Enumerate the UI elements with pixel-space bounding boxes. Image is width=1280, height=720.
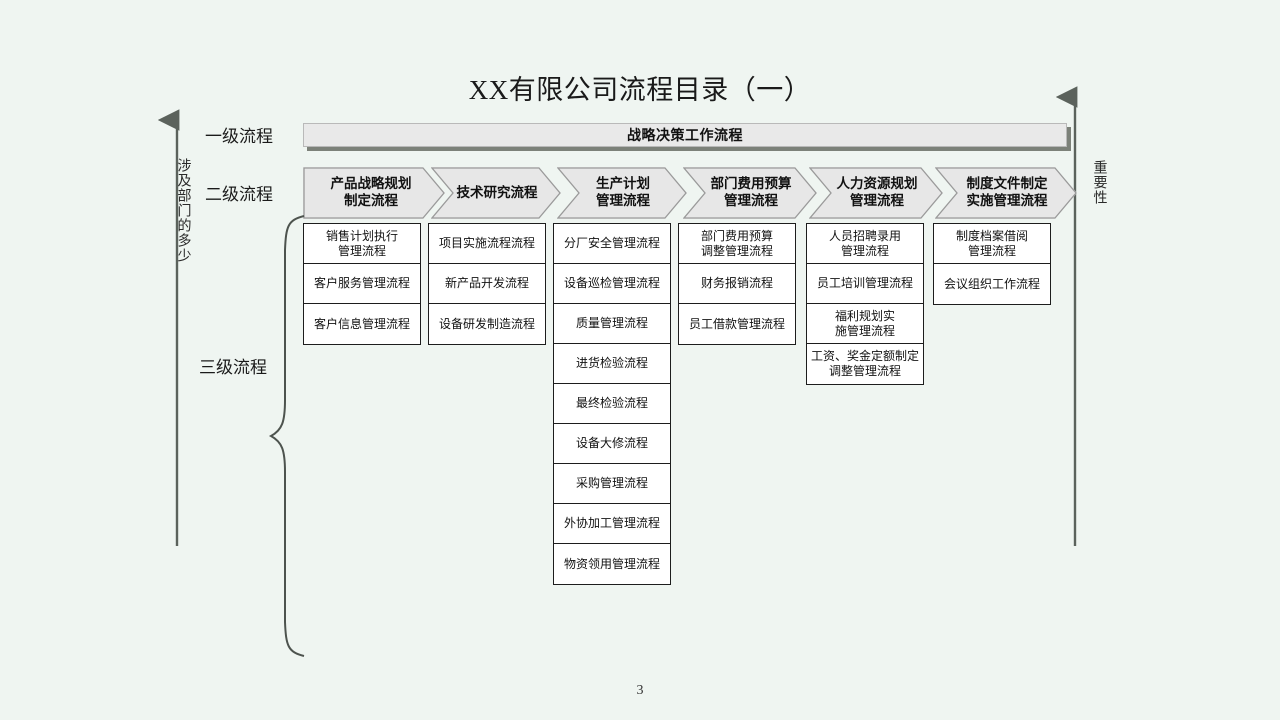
level3-process-box[interactable]: 新产品开发流程 [429,264,545,304]
level3-process-box[interactable]: 质量管理流程 [554,304,670,344]
level3-process-box[interactable]: 工资、奖金定额制定 调整管理流程 [810,349,919,378]
level3-process-box[interactable]: 客户服务管理流程 [304,264,420,304]
level3-process-box[interactable]: 人员招聘录用 管理流程 [807,224,923,264]
level3-process-box[interactable]: 物资领用管理流程 [563,556,660,571]
level2-chevron-label: 生产计划 管理流程 [596,176,650,208]
page-number: 3 [636,683,644,698]
level3-process-box[interactable]: 进货检验流程 [554,344,670,384]
left-axis-label: 涉及部门的多少 [175,158,191,263]
level3-process-box[interactable]: 采购管理流程 [554,464,670,504]
level3-process-box[interactable]: 项目实施流程流程 [429,224,545,264]
level3-process-box[interactable]: 最终检验流程 [554,384,670,424]
level1-process-bar[interactable]: 战略决策工作流程 [303,123,1067,147]
level3-column-3: 分厂安全管理流程设备巡检管理流程质量管理流程进货检验流程最终检验流程设备大修流程… [553,223,671,585]
level3-process-box[interactable]: 制度档案借阅 管理流程 [934,224,1050,264]
page-title: XX有限公司流程目录（一） [468,75,812,105]
level2-chevron-4[interactable]: 部门费用预算 管理流程 [683,167,817,219]
level2-process-row: 产品战略规划 制定流程 技术研究流程 生产计划 管理流程 部门费用预算 管理流程 人力资… [303,167,1093,219]
level2-chevron-1[interactable]: 产品战略规划 制定流程 [303,167,445,219]
level3-column-1: 销售计划执行 管理流程客户服务管理流程客户信息管理流程 [303,223,421,345]
level3-process-box[interactable]: 福利规划实 施管理流程 [807,304,923,344]
level2-chevron-label: 部门费用预算 管理流程 [710,176,792,208]
tier-label-level2: 二级流程 [205,185,273,204]
level3-process-box[interactable]: 员工培训管理流程 [807,264,923,304]
level2-chevron-label: 产品战略规划 制定流程 [330,176,412,208]
level2-chevron-6[interactable]: 制度文件制定 实施管理流程 [935,167,1077,219]
level3-process-box[interactable]: 外协加工管理流程 [554,504,670,544]
level3-process-box[interactable]: 财务报销流程 [679,264,795,304]
right-axis-label: 重要性 [1091,160,1107,205]
level3-column-2: 项目实施流程流程新产品开发流程设备研发制造流程 [428,223,546,345]
level3-process-box[interactable]: 会议组织工作流程 [943,276,1040,291]
level2-chevron-5[interactable]: 人力资源规划 管理流程 [809,167,943,219]
level3-process-box[interactable]: 员工借款管理流程 [688,316,785,331]
level2-chevron-label: 技术研究流程 [456,184,538,200]
level2-chevron-label: 人力资源规划 管理流程 [836,176,918,208]
level3-process-box[interactable]: 设备大修流程 [554,424,670,464]
level3-process-box[interactable]: 客户信息管理流程 [313,316,410,331]
level3-column-4: 部门费用预算 调整管理流程财务报销流程员工借款管理流程 [678,223,796,345]
level3-process-box[interactable]: 部门费用预算 调整管理流程 [679,224,795,264]
tier-label-level1: 一级流程 [205,127,273,146]
level3-process-box[interactable]: 分厂安全管理流程 [554,224,670,264]
level3-process-box[interactable]: 销售计划执行 管理流程 [304,224,420,264]
level3-column-5: 人员招聘录用 管理流程员工培训管理流程福利规划实 施管理流程工资、奖金定额制定 … [806,223,924,385]
level2-chevron-label: 制度文件制定 实施管理流程 [966,176,1048,208]
level3-process-box[interactable]: 设备研发制造流程 [438,316,535,331]
level3-column-6: 制度档案借阅 管理流程会议组织工作流程 [933,223,1051,305]
level3-process-box[interactable]: 设备巡检管理流程 [554,264,670,304]
level2-chevron-3[interactable]: 生产计划 管理流程 [557,167,687,219]
level1-process-label: 战略决策工作流程 [627,129,743,144]
level2-chevron-2[interactable]: 技术研究流程 [431,167,561,219]
tier-label-level3: 三级流程 [199,358,267,377]
